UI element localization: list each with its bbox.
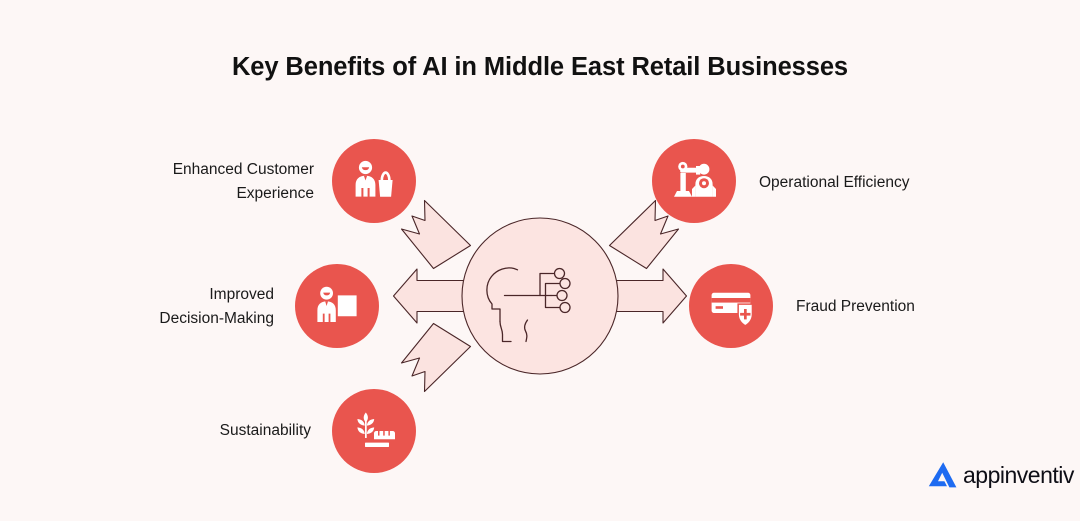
benefit-node-improved-decision-making[interactable] — [295, 264, 379, 348]
appinventiv-logo-text: appinventiv — [963, 461, 1074, 488]
hub-graphic — [393, 199, 687, 393]
appinventiv-a-chevron-icon — [928, 462, 957, 488]
central-hub — [393, 196, 687, 396]
benefit-node-operational-efficiency[interactable] — [652, 139, 736, 223]
hub-arrow-up-right — [608, 199, 680, 270]
customer-shopping-bag-icon — [355, 160, 393, 197]
hub-arrow-down-left — [400, 322, 472, 393]
benefit-label-operational-efficiency: Operational Efficiency — [759, 174, 910, 191]
benefit-node-sustainability[interactable] — [332, 389, 416, 473]
hub-arrow-right — [614, 268, 687, 324]
benefit-label-improved-decision-making: Improved Decision-Making — [159, 286, 274, 328]
benefit-node-enhanced-customer-experience[interactable] — [332, 139, 416, 223]
page-title: Key Benefits of AI in Middle East Retail… — [231, 53, 849, 81]
benefit-label-fraud-prevention: Fraud Prevention — [796, 298, 915, 315]
benefit-node-fraud-prevention[interactable] — [689, 264, 773, 348]
wheat-truck-icon — [357, 412, 395, 447]
hub-arrow-up-left — [400, 199, 472, 270]
credit-card-shield-icon — [711, 292, 754, 327]
hub-arrow-left — [393, 268, 466, 324]
ai-head-circuit-icon — [486, 267, 571, 343]
person-bar-chart-icon — [317, 286, 357, 322]
appinventiv-logo[interactable]: appinventiv — [927, 460, 1074, 490]
benefit-label-enhanced-customer-experience: Enhanced Customer Experience — [172, 161, 314, 203]
robotic-arm-worker-icon — [674, 161, 716, 197]
benefit-label-sustainability: Sustainability — [219, 422, 311, 439]
